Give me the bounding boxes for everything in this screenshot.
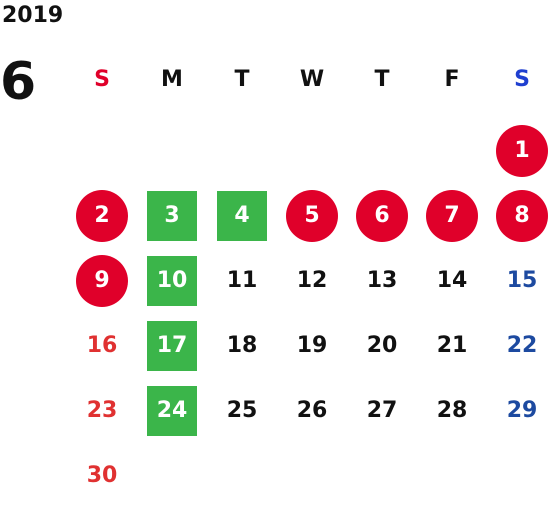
day-number: 1 [496, 124, 548, 177]
day-number: 13 [366, 268, 398, 293]
day-cell[interactable]: 18 [207, 313, 277, 378]
day-cell[interactable]: 28 [417, 378, 487, 443]
day-cell[interactable]: 20 [347, 313, 417, 378]
day-number: 5 [286, 189, 338, 242]
day-number: 4 [217, 190, 267, 241]
day-cell[interactable]: 15 [487, 248, 548, 313]
day-number: 2 [76, 189, 128, 242]
day-cell[interactable]: 27 [347, 378, 417, 443]
day-number: 21 [436, 333, 468, 358]
day-number: 14 [436, 268, 468, 293]
day-cell[interactable]: 22 [487, 313, 548, 378]
day-cell[interactable]: 19 [277, 313, 347, 378]
weekday-sat: S [514, 67, 530, 92]
day-number: 19 [296, 333, 328, 358]
day-number: 9 [76, 254, 128, 307]
month-label: 6 [0, 52, 37, 112]
day-number: 29 [506, 398, 538, 423]
day-cell[interactable]: 25 [207, 378, 277, 443]
day-number: 24 [147, 385, 197, 436]
day-number: 10 [147, 255, 197, 306]
day-cell[interactable]: 7 [417, 183, 487, 248]
day-cell[interactable]: 16 [67, 313, 137, 378]
weekday-header: S M T W T F S [67, 62, 548, 98]
year-label: 2019 [2, 3, 64, 28]
day-cell[interactable]: 24 [137, 378, 207, 443]
day-number: 18 [226, 333, 258, 358]
weekday-mon: M [161, 67, 183, 92]
day-number: 6 [356, 189, 408, 242]
day-cell[interactable]: 1 [487, 118, 548, 183]
weekday-tue: T [234, 67, 250, 92]
day-cell[interactable]: 2 [67, 183, 137, 248]
day-cell[interactable]: 10 [137, 248, 207, 313]
day-number: 12 [296, 268, 328, 293]
day-number: 26 [296, 398, 328, 423]
day-number: 28 [436, 398, 468, 423]
day-number: 15 [506, 268, 538, 293]
day-number: 17 [147, 320, 197, 371]
day-cell[interactable]: 21 [417, 313, 487, 378]
day-cell[interactable]: 30 [67, 443, 137, 508]
day-cell[interactable]: 3 [137, 183, 207, 248]
day-number: 16 [86, 333, 118, 358]
day-cell[interactable]: 8 [487, 183, 548, 248]
weekday-fri: F [444, 67, 460, 92]
day-cell[interactable]: 26 [277, 378, 347, 443]
day-number: 7 [426, 189, 478, 242]
day-cell[interactable]: 12 [277, 248, 347, 313]
day-number: 23 [86, 398, 118, 423]
weekday-wed: W [299, 67, 325, 92]
day-cell[interactable]: 4 [207, 183, 277, 248]
day-number: 20 [366, 333, 398, 358]
day-number: 25 [226, 398, 258, 423]
day-cell[interactable]: 17 [137, 313, 207, 378]
day-cell[interactable]: 5 [277, 183, 347, 248]
day-number: 3 [147, 190, 197, 241]
day-number: 27 [366, 398, 398, 423]
day-cell[interactable]: 9 [67, 248, 137, 313]
day-cell[interactable]: 11 [207, 248, 277, 313]
day-cell[interactable]: 6 [347, 183, 417, 248]
weekday-thu: T [374, 67, 390, 92]
day-cell[interactable]: 23 [67, 378, 137, 443]
day-cell[interactable]: 29 [487, 378, 548, 443]
day-cell[interactable]: 13 [347, 248, 417, 313]
weekday-sun: S [94, 67, 110, 92]
day-number: 22 [506, 333, 538, 358]
day-number: 30 [86, 463, 118, 488]
day-number: 11 [226, 268, 258, 293]
day-number: 8 [496, 189, 548, 242]
day-cell[interactable]: 14 [417, 248, 487, 313]
